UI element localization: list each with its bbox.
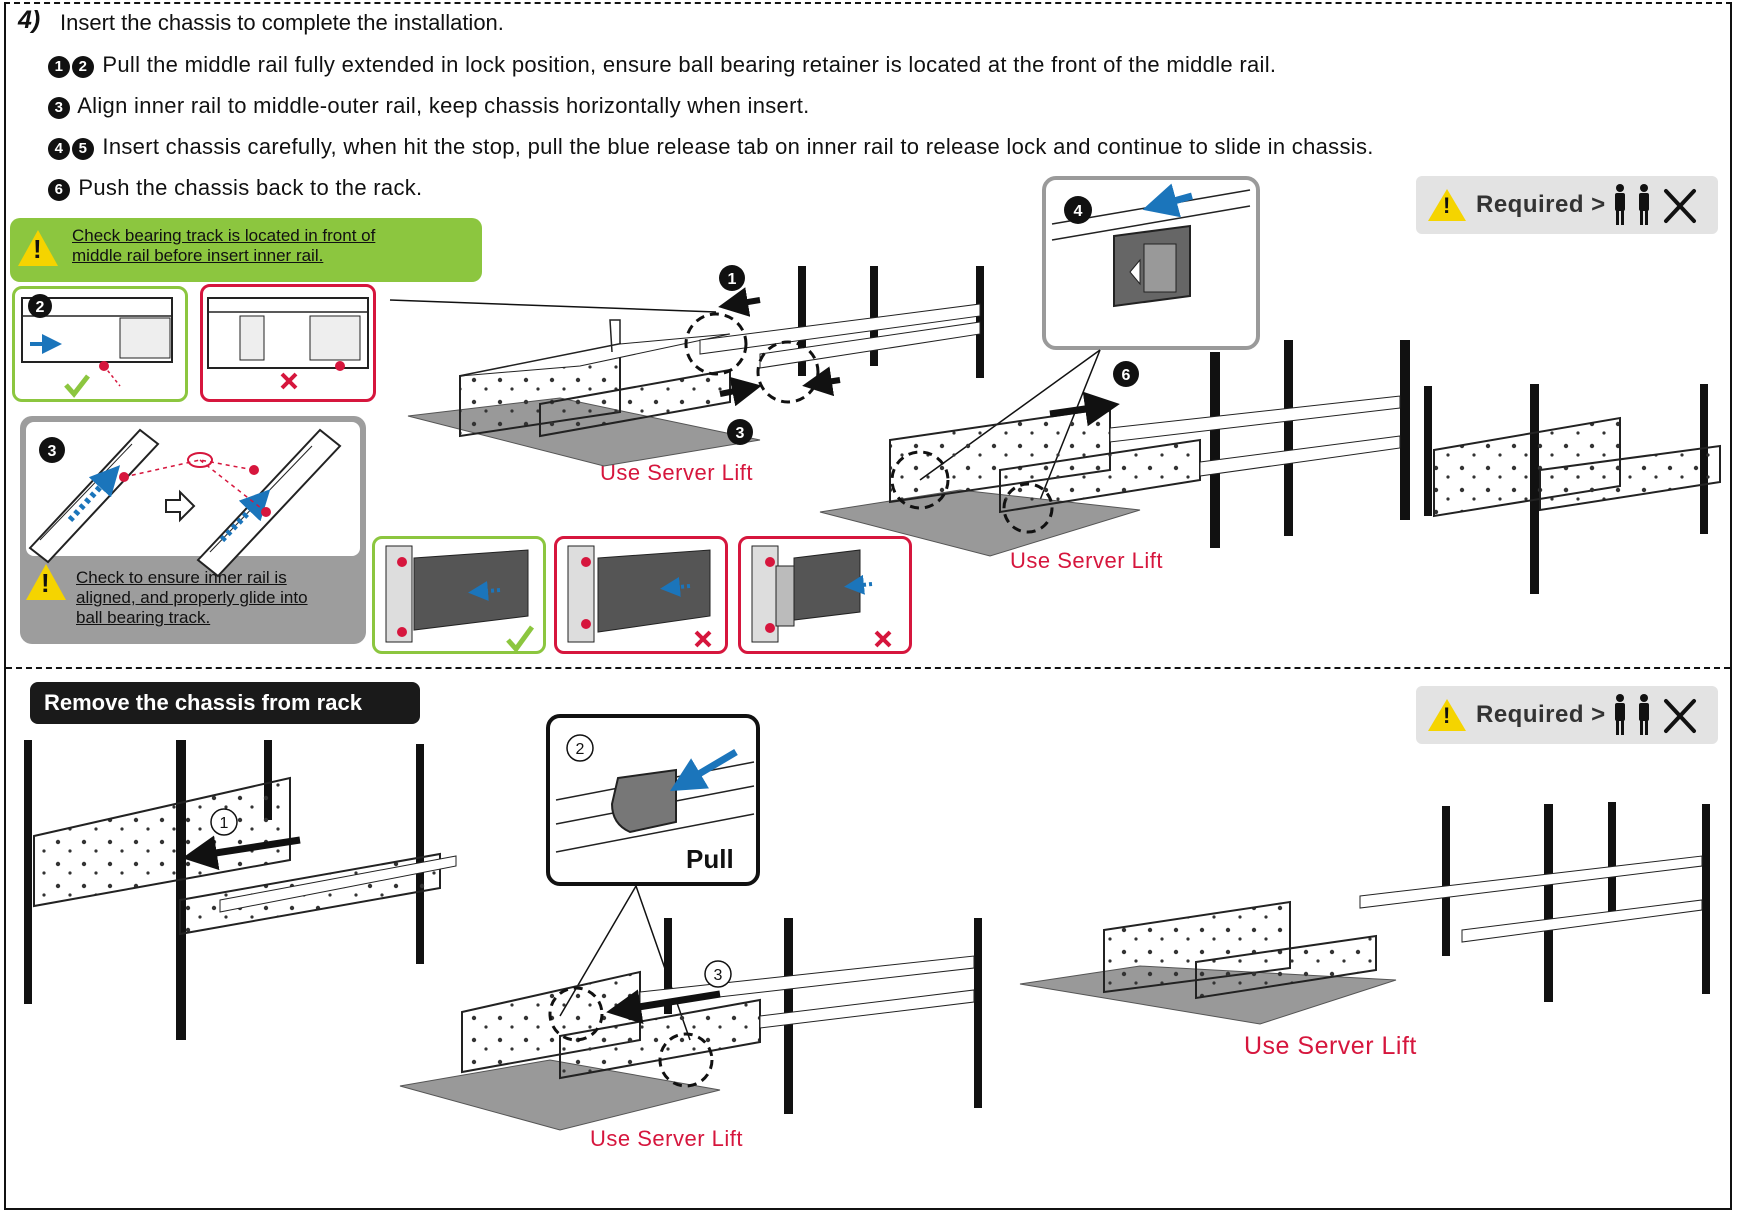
wrong-bearing-illustration (207, 297, 369, 390)
marker-4: 4 (48, 138, 70, 160)
remove-step-3: 3 (714, 967, 723, 984)
callout-1: 1 (728, 271, 737, 288)
align-note-line3: ball bearing track. (76, 608, 211, 627)
chassis-insert-1: 1 3 (389, 265, 984, 467)
alignment-illustration-area (26, 422, 360, 556)
chassis-installed (1424, 384, 1721, 594)
chassis-removed (1019, 802, 1710, 1025)
persons-tools-icon (1614, 694, 1696, 735)
persons-tools-icon (1614, 184, 1696, 225)
align-note-line2: aligned, and properly glide into (76, 588, 308, 607)
server-lift-label-2: Use Server Lift (1010, 548, 1163, 573)
instruction-2-text: Align inner rail to middle-outer rail, k… (77, 93, 810, 118)
section-divider (6, 667, 1730, 669)
step-heading: Insert the chassis to complete the insta… (60, 10, 504, 35)
required-badge-bottom: ! Required > (1416, 686, 1718, 744)
pull-tab-illustration: 2 (555, 734, 755, 1041)
alignment-illustration: 3 (28, 428, 342, 578)
server-lift-label-3: Use Server Lift (590, 1126, 743, 1151)
warning-icon: ! (18, 230, 58, 266)
server-lift-label-4: Use Server Lift (1244, 1032, 1417, 1060)
warning-icon: ! (1428, 189, 1466, 221)
instruction-1-text: Pull the middle rail fully extended in l… (102, 52, 1277, 77)
align-note-line1: Check to ensure inner rail is (76, 568, 287, 587)
inner-rail-checks (385, 545, 892, 653)
callout-3b: 3 (736, 425, 745, 442)
chassis-insert-2: 6 (819, 340, 1410, 557)
callout-3: 3 (48, 443, 57, 460)
page-frame (4, 2, 1732, 1210)
instruction-2: 3 Align inner rail to middle-outer rail,… (48, 93, 810, 119)
warning-icon: ! (26, 564, 66, 600)
correct-bearing-illustration: 2 (21, 294, 173, 398)
chassis-remove-2: 3 (399, 918, 982, 1131)
marker-1: 1 (48, 56, 70, 78)
remove-step-2: 2 (576, 741, 585, 758)
required-badge-top: ! Required > (1416, 176, 1718, 234)
instruction-4-text: Push the chassis back to the rack. (78, 175, 423, 200)
bearing-note-line1: Check bearing track is located in front … (72, 226, 376, 245)
required-label: Required > (1476, 191, 1606, 218)
callout-2: 2 (36, 299, 45, 316)
chassis-remove-1: 1 (24, 740, 457, 1040)
step-number: 4) (18, 6, 41, 34)
callout-4: 4 (1074, 203, 1083, 220)
instruction-4: 6 Push the chassis back to the rack. (48, 175, 422, 201)
marker-3: 3 (48, 97, 70, 119)
bearing-note-line2: middle rail before insert inner rail. (72, 246, 324, 265)
required-label: Required > (1476, 701, 1606, 728)
pull-label: Pull (686, 844, 734, 874)
callout-6: 6 (1122, 367, 1131, 384)
remove-step-1: 1 (220, 815, 229, 832)
bearing-note-banner: ! Check bearing track is located in fron… (10, 218, 482, 282)
marker-6: 6 (48, 179, 70, 201)
warning-icon: ! (1428, 699, 1466, 731)
server-lift-label-1: Use Server Lift (600, 460, 753, 485)
marker-5: 5 (72, 138, 94, 160)
marker-2: 2 (72, 56, 94, 78)
instruction-3-text: Insert chassis carefully, when hit the s… (102, 134, 1374, 159)
remove-section-title: Remove the chassis from rack (30, 682, 420, 724)
